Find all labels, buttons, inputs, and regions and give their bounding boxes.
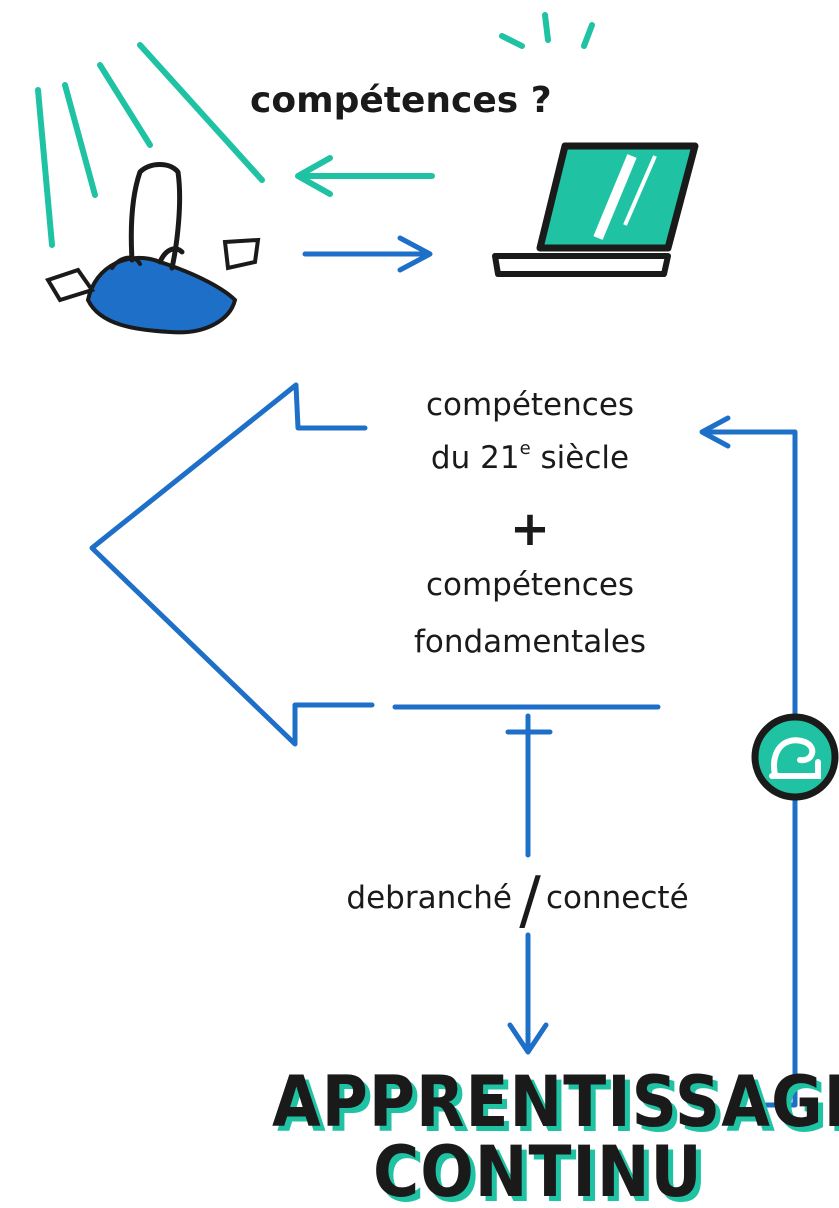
footer-titles: APPRENTISSAGE APPRENTISSAGE CONTINU CONT…	[272, 1061, 839, 1208]
light-rays	[35, 42, 265, 248]
arrow-to-laptop	[302, 235, 433, 273]
plus-sign: +	[510, 501, 550, 557]
laptop-icon	[492, 142, 699, 277]
center-line-1: compétences	[426, 387, 634, 423]
arrow-to-person	[295, 155, 435, 197]
footer-line-2: CONTINU	[373, 1131, 703, 1208]
center-line-2-suffix: siècle	[531, 440, 629, 476]
big-left-arrow	[89, 382, 661, 747]
footer-line-2-shadow: CONTINU	[378, 1136, 708, 1208]
downward-branch	[505, 713, 553, 1055]
question-label: compétences ?	[250, 80, 552, 121]
center-line-3: compétences	[426, 567, 634, 603]
center-line-2-prefix: du 21	[431, 440, 520, 476]
center-line-4: fondamentales	[414, 624, 646, 660]
fork-slash: /	[519, 864, 541, 938]
footer-line-1: APPRENTISSAGE	[272, 1061, 839, 1143]
recycle-loop-icon	[751, 713, 839, 801]
footer-line-1-shadow: APPRENTISSAGE	[277, 1066, 839, 1148]
fork-right-label: connecté	[546, 880, 689, 916]
excitement-marks	[499, 12, 595, 49]
skydiver-person-icon	[45, 162, 261, 335]
fork-left-label: debranché	[346, 880, 512, 916]
center-line-2-sup: e	[520, 438, 531, 459]
center-line-2: du 21e siècle	[431, 438, 629, 476]
